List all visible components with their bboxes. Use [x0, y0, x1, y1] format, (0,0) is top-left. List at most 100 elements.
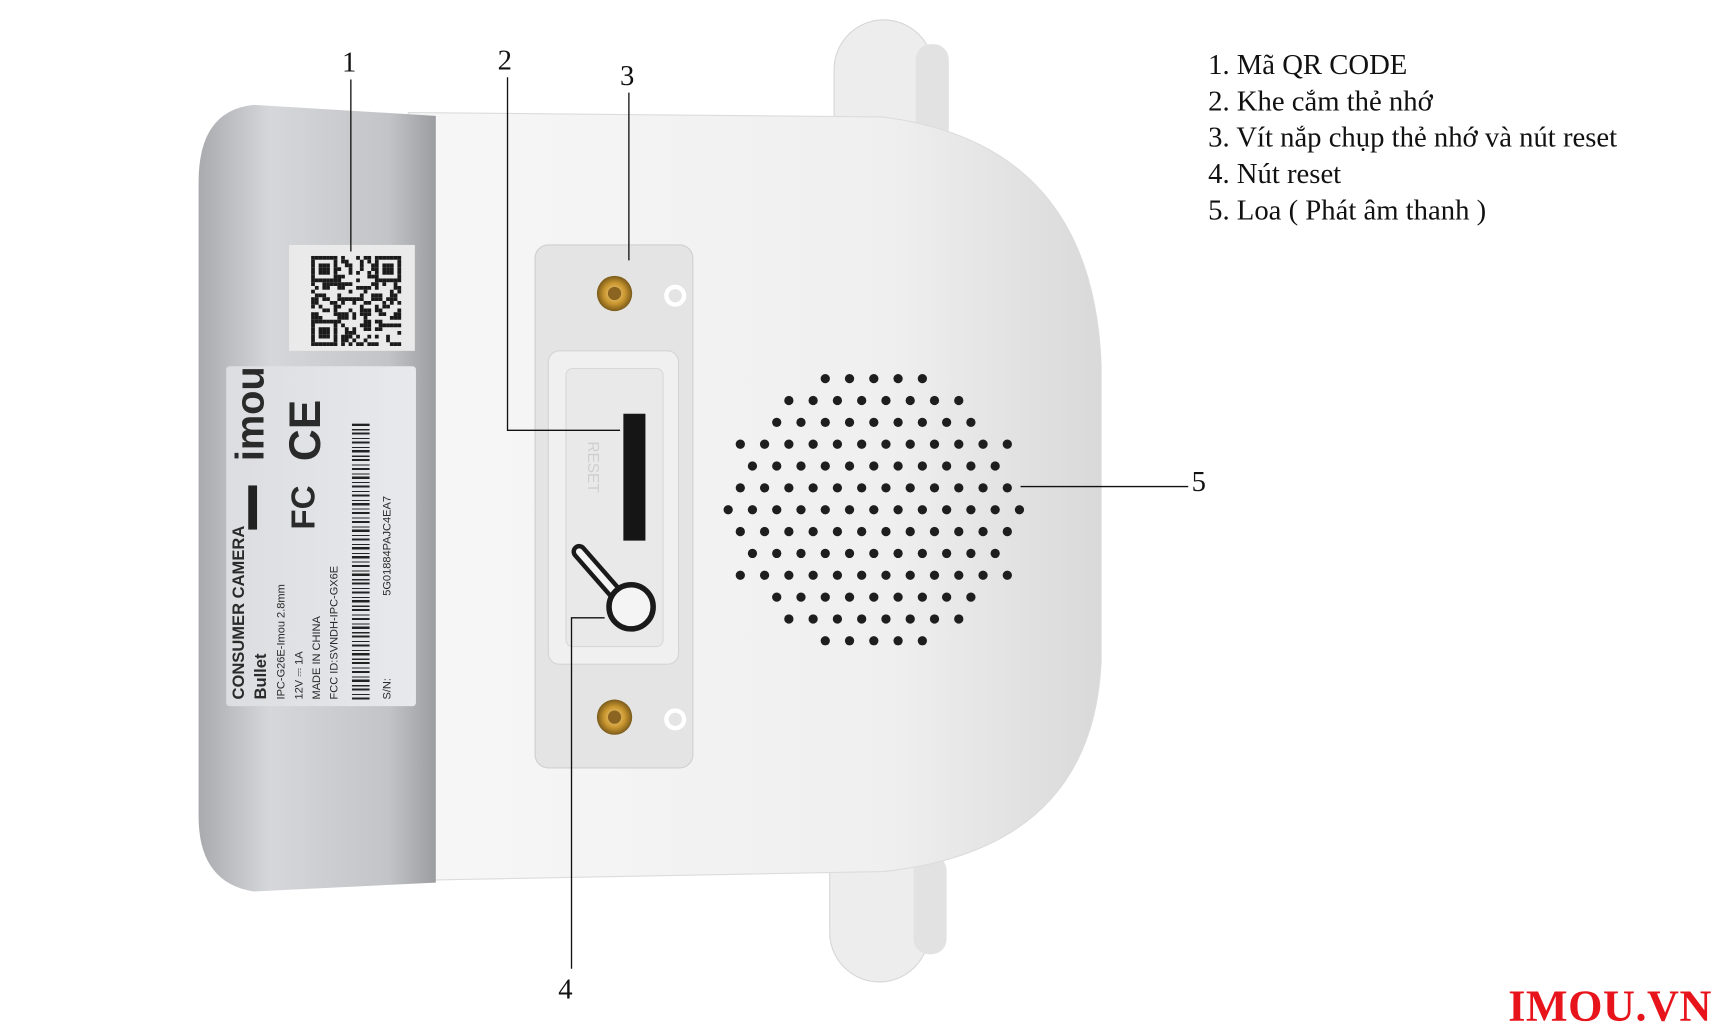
- qr-module: [378, 319, 383, 324]
- qr-module: [337, 267, 342, 271]
- qr-module: [374, 263, 379, 268]
- speaker-hole: [869, 592, 879, 602]
- qr-module: [337, 285, 342, 290]
- qr-module: [386, 267, 390, 271]
- qr-module: [359, 304, 364, 309]
- speaker-hole: [808, 570, 818, 580]
- qr-module: [344, 297, 349, 301]
- speaker-hole: [723, 505, 733, 515]
- qr-module: [389, 315, 394, 320]
- qr-module: [329, 282, 334, 286]
- qr-module: [389, 278, 394, 283]
- speaker-hole: [735, 483, 745, 493]
- speaker-hole: [820, 592, 830, 602]
- callout-2: 2: [497, 44, 512, 77]
- speaker-hole: [796, 592, 806, 602]
- qr-module: [311, 334, 315, 339]
- qr-module: [333, 304, 338, 309]
- qr-module: [359, 263, 364, 268]
- qr-module: [341, 334, 345, 339]
- qr-module: [341, 297, 345, 301]
- qr-module: [397, 285, 402, 290]
- legend-item-speaker: 5. Loa ( Phát âm thanh ): [1208, 194, 1487, 227]
- qr-module: [389, 342, 394, 346]
- qr-module: [367, 255, 372, 260]
- qr-module: [374, 270, 379, 275]
- speaker-hole: [917, 461, 927, 471]
- speaker-hole: [747, 505, 758, 515]
- qr-module: [382, 270, 387, 275]
- qr-module: [326, 278, 330, 283]
- qr-module: [374, 334, 379, 339]
- label-fcc-id: FCC ID:SVNDH-IPC-GX6E: [328, 565, 341, 700]
- speaker-hole: [844, 505, 855, 515]
- qr-module: [389, 270, 394, 275]
- qr-module: [371, 274, 375, 279]
- qr-module: [367, 323, 372, 328]
- qr-module: [318, 293, 323, 298]
- qr-module: [374, 267, 379, 271]
- speaker-hole: [893, 505, 903, 515]
- qr-module: [337, 315, 342, 320]
- qr-module: [371, 342, 375, 346]
- qr-module: [322, 342, 327, 346]
- weee-bar: [248, 485, 258, 530]
- qr-module: [382, 304, 387, 309]
- speaker-hole: [954, 614, 964, 624]
- speaker-hole: [784, 570, 794, 580]
- qr-module: [333, 267, 338, 271]
- qr-module: [333, 274, 338, 279]
- speaker-hole: [759, 483, 770, 493]
- qr-module: [386, 323, 390, 328]
- qr-module: [341, 285, 345, 290]
- qr-module: [367, 312, 372, 316]
- qr-module: [367, 308, 372, 313]
- qr-module: [359, 312, 364, 316]
- qr-module: [333, 263, 338, 268]
- qr-module: [329, 278, 334, 283]
- imou-logo: imou: [227, 366, 273, 462]
- qr-module: [322, 308, 327, 313]
- qr-module: [337, 282, 342, 286]
- label-sn: S/N:: [381, 678, 394, 700]
- qr-module: [389, 263, 394, 268]
- speaker-hole: [893, 374, 903, 384]
- qr-module: [322, 334, 327, 339]
- qr-module: [341, 255, 345, 260]
- speaker-hole: [784, 483, 794, 493]
- qr-module: [311, 259, 315, 264]
- qr-module: [311, 289, 315, 294]
- qr-module: [318, 270, 323, 275]
- qr-module: [314, 285, 319, 290]
- speaker-hole: [893, 461, 903, 471]
- speaker-hole: [1002, 526, 1012, 537]
- speaker-hole: [954, 439, 964, 449]
- qr-module: [326, 255, 330, 260]
- speaker-hole: [869, 505, 879, 515]
- speaker-hole: [978, 439, 988, 449]
- qr-module: [359, 267, 364, 271]
- speaker-hole: [784, 526, 794, 537]
- qr-module: [371, 267, 375, 271]
- sd-card-cover-panel: RESET: [534, 244, 694, 769]
- qr-module: [352, 297, 357, 301]
- speaker-hole: [966, 417, 976, 427]
- qr-module: [397, 323, 402, 328]
- qr-module: [397, 330, 402, 335]
- callout-3: 3: [620, 59, 635, 92]
- label-model: IPC-G26E-Imou 2.8mm: [275, 584, 288, 700]
- qr-module: [348, 342, 353, 346]
- speaker-hole: [808, 614, 818, 624]
- qr-module: [333, 278, 338, 283]
- qr-module: [363, 312, 368, 316]
- qr-module: [348, 334, 353, 339]
- qr-module: [363, 308, 368, 313]
- qr-module: [326, 270, 330, 275]
- qr-module: [367, 270, 372, 275]
- speaker-hole: [893, 417, 903, 427]
- qr-module: [326, 319, 330, 324]
- barcode: [351, 423, 370, 700]
- legend-item-qr: 1. Mã QR CODE: [1208, 48, 1408, 81]
- qr-module: [333, 334, 338, 339]
- qr-module: [322, 330, 327, 335]
